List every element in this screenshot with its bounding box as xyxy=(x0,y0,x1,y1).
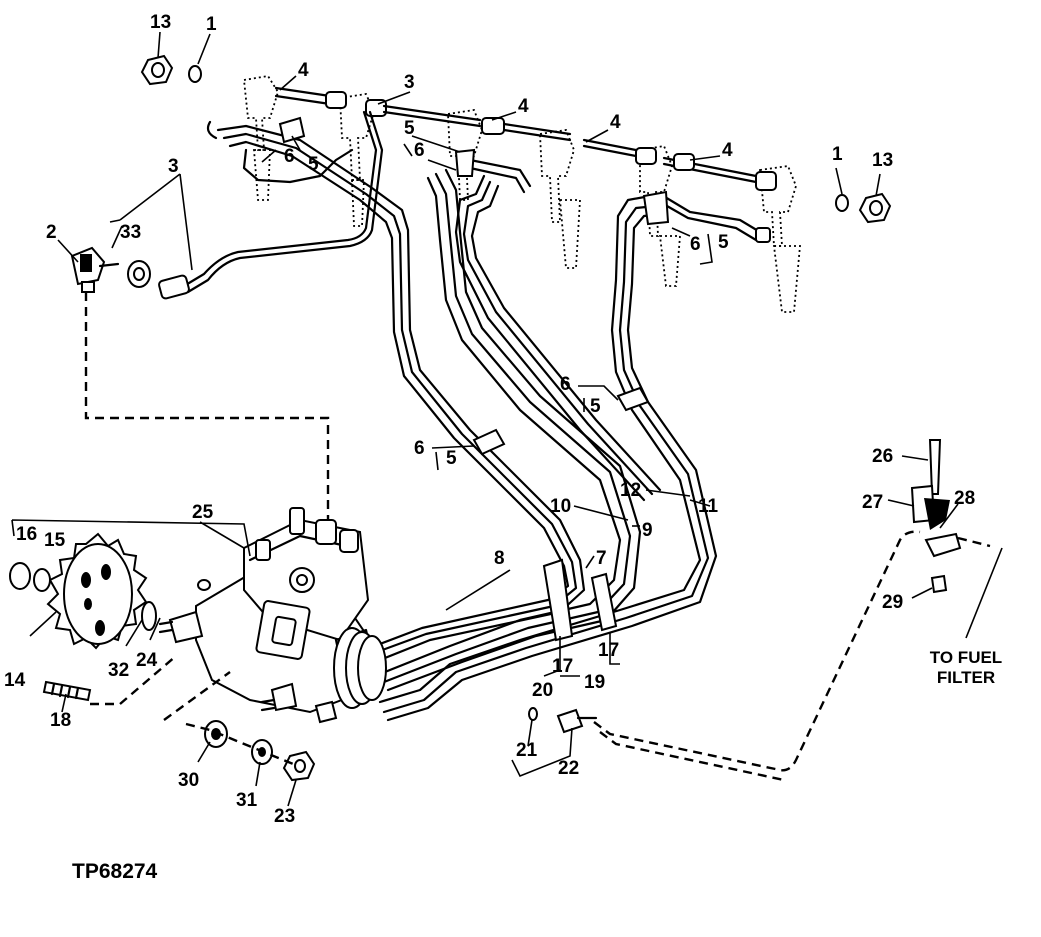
small-parts-top xyxy=(70,54,892,293)
label-6-clamp-screw: 6 xyxy=(284,146,295,167)
label-3-return-line: 3 xyxy=(168,156,179,177)
note-to-fuel-filter-line1: TO FUEL xyxy=(930,648,1002,667)
label-7-injection-line: 7 xyxy=(596,548,607,569)
label-5-clamp: 5 xyxy=(404,118,415,139)
label-32-o-ring: 32 xyxy=(108,660,129,681)
drive-gear xyxy=(9,532,211,650)
label-1-seal: 1 xyxy=(832,144,843,165)
dashed-connectors xyxy=(84,292,991,782)
label-24-key: 24 xyxy=(136,650,158,671)
label-12-injection-line: 12 xyxy=(620,480,641,501)
label-15-washer: 15 xyxy=(44,530,66,551)
label-5-clamp: 5 xyxy=(590,396,601,417)
label-8-injection-line: 8 xyxy=(494,548,505,569)
note-to-fuel-filter-line2: FILTER xyxy=(937,668,995,687)
label-23-nut: 23 xyxy=(274,806,295,827)
part-callouts: 13 1 4 3 4 4 4 1 13 5 6 6 5 3 2 33 6 5 6… xyxy=(4,12,975,827)
pump-mount-hardware xyxy=(42,680,316,782)
label-26-bolt: 26 xyxy=(872,446,893,467)
label-9-injection-line: 9 xyxy=(642,520,653,541)
line-clamps xyxy=(278,116,670,642)
label-4-leakoff-line: 4 xyxy=(298,60,309,81)
label-18-stud: 18 xyxy=(50,710,71,731)
label-17-clamp: 17 xyxy=(552,656,573,677)
label-5-clamp: 5 xyxy=(446,448,457,469)
label-22-fitting: 22 xyxy=(558,758,579,779)
label-5-clamp: 5 xyxy=(308,154,319,175)
label-25-injection-pump: 25 xyxy=(192,502,214,523)
label-29-nut: 29 xyxy=(882,592,903,613)
label-4-leakoff-line: 4 xyxy=(610,112,621,133)
label-30-washer: 30 xyxy=(178,770,199,791)
label-28-clamp: 28 xyxy=(954,488,975,509)
label-31-washer: 31 xyxy=(236,790,258,811)
label-3-return-line: 3 xyxy=(404,72,415,93)
injection-pump xyxy=(158,507,387,724)
label-6-clamp-screw: 6 xyxy=(690,234,701,255)
label-33-washer: 33 xyxy=(120,222,141,243)
label-2-fitting: 2 xyxy=(46,222,57,243)
label-13-nut: 13 xyxy=(150,12,171,33)
label-17-clamp: 17 xyxy=(598,640,619,661)
label-5-clamp: 5 xyxy=(718,232,729,253)
label-19-nut: 19 xyxy=(584,672,605,693)
label-4-leakoff-line: 4 xyxy=(722,140,733,161)
label-10-injection-line: 10 xyxy=(550,496,571,517)
leak-off-lines xyxy=(158,86,777,300)
label-20-bolt: 20 xyxy=(532,680,553,701)
label-27-bracket: 27 xyxy=(862,492,883,513)
label-13-nut: 13 xyxy=(872,150,893,171)
figure-code: TP68274 xyxy=(72,860,158,883)
label-21-seal: 21 xyxy=(516,740,538,761)
leader-lines xyxy=(11,31,1003,807)
label-14-drive-gear: 14 xyxy=(4,670,26,691)
label-4-leakoff-line: 4 xyxy=(518,96,529,117)
label-1-seal: 1 xyxy=(206,14,217,35)
label-6-clamp-screw: 6 xyxy=(560,374,571,395)
label-6-clamp-screw: 6 xyxy=(414,438,425,459)
injection-lines xyxy=(206,120,771,722)
label-6-clamp-screw: 6 xyxy=(414,140,425,161)
return-hardware xyxy=(528,439,962,734)
label-16-nut: 16 xyxy=(16,524,37,545)
label-11-injection-line: 11 xyxy=(698,496,719,517)
